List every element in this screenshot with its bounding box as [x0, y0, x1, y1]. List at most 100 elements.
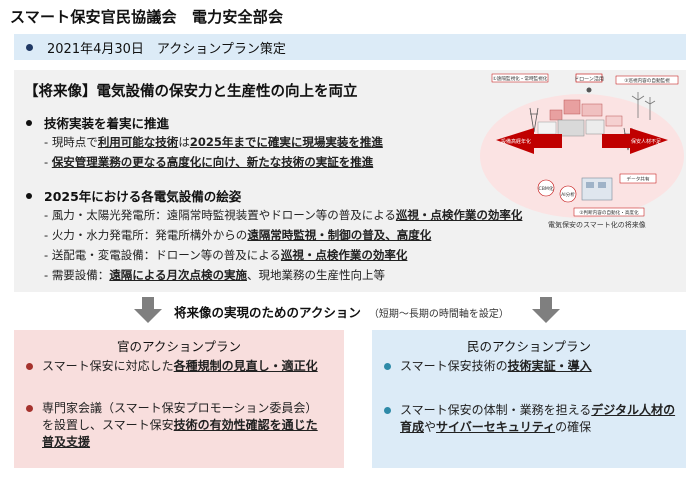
s2l4-u: 遠隔による月次点検の実施: [109, 268, 247, 282]
label-data: データ共有: [627, 176, 650, 183]
vision-panel: 【将来像】電気設備の保安力と生産性の向上を両立 技術実装を着実に推進 - 現時点…: [14, 70, 686, 292]
label-bottom: ②判断内容の自動化・高度化: [579, 209, 639, 216]
gov-item1-u: 各種規制の見直し・適正化: [173, 359, 318, 373]
s1l1-pre: 現時点で: [51, 135, 98, 149]
down-arrow-icon: [532, 297, 560, 323]
priv-item2-u1: デジタル人材: [591, 403, 664, 417]
drone-icon: [586, 87, 592, 93]
gov-item1-pre: スマート保安に対応した: [42, 359, 174, 373]
date-bar: 2021年4月30日 アクションプラン策定: [14, 34, 686, 60]
control-room-icon: [581, 177, 613, 201]
section2-line4: - 需要設備：遠隔による月次点検の実施、現地業務の生産性向上等: [44, 268, 385, 282]
left-arrow-icon: [496, 128, 562, 154]
action-text: 将来像の実現のためのアクション: [174, 305, 361, 320]
s2l2-pre: 火力・水力発電所：発電所構外からの: [51, 228, 248, 242]
private-plan-item-2: スマート保安の体制・業務を担えるデジタル人材の育成やサイバーセキュリティの確保: [384, 402, 680, 436]
section1-title-text: 技術実装を着実に推進: [44, 116, 170, 131]
bullet-dot: [26, 405, 33, 412]
label-box: [615, 75, 679, 85]
building-icon: [549, 109, 563, 121]
gov-action-plan-panel: 官のアクションプラン スマート保安に対応した各種規制の見直し・適正化 専門家会議…: [14, 330, 344, 468]
section2-line1: - 風力・太陽光発電所：遠隔常時監視装置やドローン等の普及による巡視・点検作業の…: [44, 208, 523, 222]
label-top-left: ①遠隔監視化・常時監視化: [493, 75, 548, 82]
s1l2-u: 保安管理業務の更なる高度化に向け、新たな技術の実証を推進: [51, 155, 374, 169]
gov-plan-item-2: 専門家会議（スマート保安プロモーション委員会） を設置し、スマート保安技術の有効…: [26, 400, 318, 451]
ai-icon: [559, 185, 577, 203]
section1-title: 技術実装を着実に推進: [26, 113, 169, 132]
page-title: スマート保安官民協議会 電力安全部会: [10, 8, 284, 26]
private-plan-item-1: スマート保安技術の技術実証・導入: [384, 358, 592, 375]
priv-item2-pre: スマート保安の体制・業務を担える: [400, 403, 592, 417]
bullet-dot: [384, 363, 391, 370]
label-box: [619, 173, 657, 184]
bullet-dot: [26, 43, 33, 51]
monitor-icon: [586, 182, 594, 188]
label-left: 設備高経年化: [501, 138, 531, 145]
date-text: 2021年4月30日 アクションプラン策定: [47, 41, 286, 57]
label-top-right: ③巡視内容の自動監視: [624, 77, 670, 84]
substation-icon: [537, 121, 557, 135]
s2l1-u: 巡視・点検作業の効率化: [395, 208, 523, 222]
building-icon: [563, 99, 581, 115]
down-arrow-icon: [134, 297, 162, 323]
section2-line2: - 火力・水力発電所：発電所構外からの遠隔常時監視・制御の普及、高度化: [44, 228, 432, 242]
action-sub: （短期～長期の時間軸を設定）: [368, 309, 509, 320]
wind-turbine-icon: [644, 97, 656, 120]
action-arrow-text: 将来像の実現のためのアクション （短期～長期の時間軸を設定）: [174, 302, 509, 321]
bullet-dot: [26, 192, 32, 199]
priv-item1-pre: スマート保安技術の: [400, 359, 508, 373]
action-arrow-row: 将来像の実現のためのアクション （短期～長期の時間軸を設定）: [0, 297, 698, 323]
plant-icon: [585, 119, 605, 135]
gov-item2-line2-pre: を設置し、スマート保安: [42, 418, 174, 432]
diagram-background: [480, 94, 684, 218]
s2l3-u: 巡視・点検作業の効率化: [280, 248, 408, 262]
label-right: 保安人材不足: [631, 138, 661, 145]
s1l1-u1: 利用可能な技術: [97, 135, 179, 149]
gov-item2-line3: 普及支援: [42, 435, 91, 449]
wind-turbine-icon: [631, 92, 645, 118]
vision-heading: 【将来像】電気設備の保安力と生産性の向上を両立: [24, 84, 358, 100]
private-plan-title: 民のアクションプラン: [466, 339, 591, 354]
building-icon: [605, 115, 623, 127]
right-arrow-icon: [602, 128, 668, 154]
monitor-icon: [598, 182, 606, 188]
private-action-plan-panel: 民のアクションプラン スマート保安技術の技術実証・導入 スマート保安の体制・業務…: [372, 330, 686, 468]
s2l4-pre: 需要設備：: [51, 268, 110, 282]
priv-item2-mid: や: [424, 420, 437, 434]
section1-line1: - 現時点で利用可能な技術は2025年までに確実に現場実装を推進: [44, 135, 383, 149]
priv-item2-post: の確保: [555, 420, 592, 434]
gov-item2-line2: を設置し、スマート保安技術の有効性確認を通じた: [42, 417, 318, 434]
section2-title: 2025年における各電気設備の絵姿: [26, 186, 241, 205]
section2-title-text: 2025年における各電気設備の絵姿: [44, 189, 242, 204]
diagram-caption: 電気保安のスマート化の将来像: [548, 221, 646, 229]
label-box: [491, 73, 549, 83]
gov-item2-line2-u: 技術の有効性確認を通じた: [173, 418, 318, 432]
section2-line3: - 送配電・変電設備：ドローン等の普及による巡視・点検作業の効率化: [44, 248, 408, 262]
bullet-dot: [26, 119, 32, 126]
pylon-icon: [529, 107, 539, 133]
s2l2-u: 遠隔常時監視・制御の普及、高度化: [247, 228, 432, 242]
bullet-dot: [26, 363, 33, 370]
drone-label-box: [575, 73, 603, 83]
priv-item2-u3: サイバーセキュリティ: [436, 420, 556, 434]
cbm-icon: [537, 179, 555, 197]
bullet-dot: [384, 407, 391, 414]
priv-item1-u: 技術実証・導入: [507, 359, 592, 373]
s1l1-u2: 2025年までに確実に現場実装を推進: [189, 135, 383, 149]
drone-label: ドローン活用: [574, 76, 604, 83]
priv-item2-u2: の育成: [400, 403, 676, 434]
s2l1-pre: 風力・太陽光発電所：遠隔常時監視装置やドローン等の普及による: [51, 208, 396, 222]
plant-icon: [557, 119, 585, 137]
gov-plan-title: 官のアクションプラン: [116, 339, 241, 354]
building-icon: [581, 103, 603, 117]
s1l1-mid: は: [178, 135, 190, 149]
gov-item2-line1: 専門家会議（スマート保安プロモーション委員会）: [42, 401, 318, 415]
gov-plan-item-1: スマート保安に対応した各種規制の見直し・適正化: [26, 358, 318, 375]
label-cbm: CBM化: [539, 185, 554, 192]
s2l4-post: 、現地業務の生産性向上等: [246, 268, 385, 282]
section1-line2: - 保安管理業務の更なる高度化に向け、新たな技術の実証を推進: [44, 155, 374, 169]
s2l3-pre: 送配電・変電設備：ドローン等の普及による: [51, 248, 281, 262]
label-ai: AI分析: [561, 191, 575, 198]
label-box: [573, 207, 645, 217]
smart-safety-diagram: ドローン活用 ①遠隔監視化・常時監視化 ③巡視内容の自動監視 設備高経年化 保安…: [480, 73, 684, 218]
